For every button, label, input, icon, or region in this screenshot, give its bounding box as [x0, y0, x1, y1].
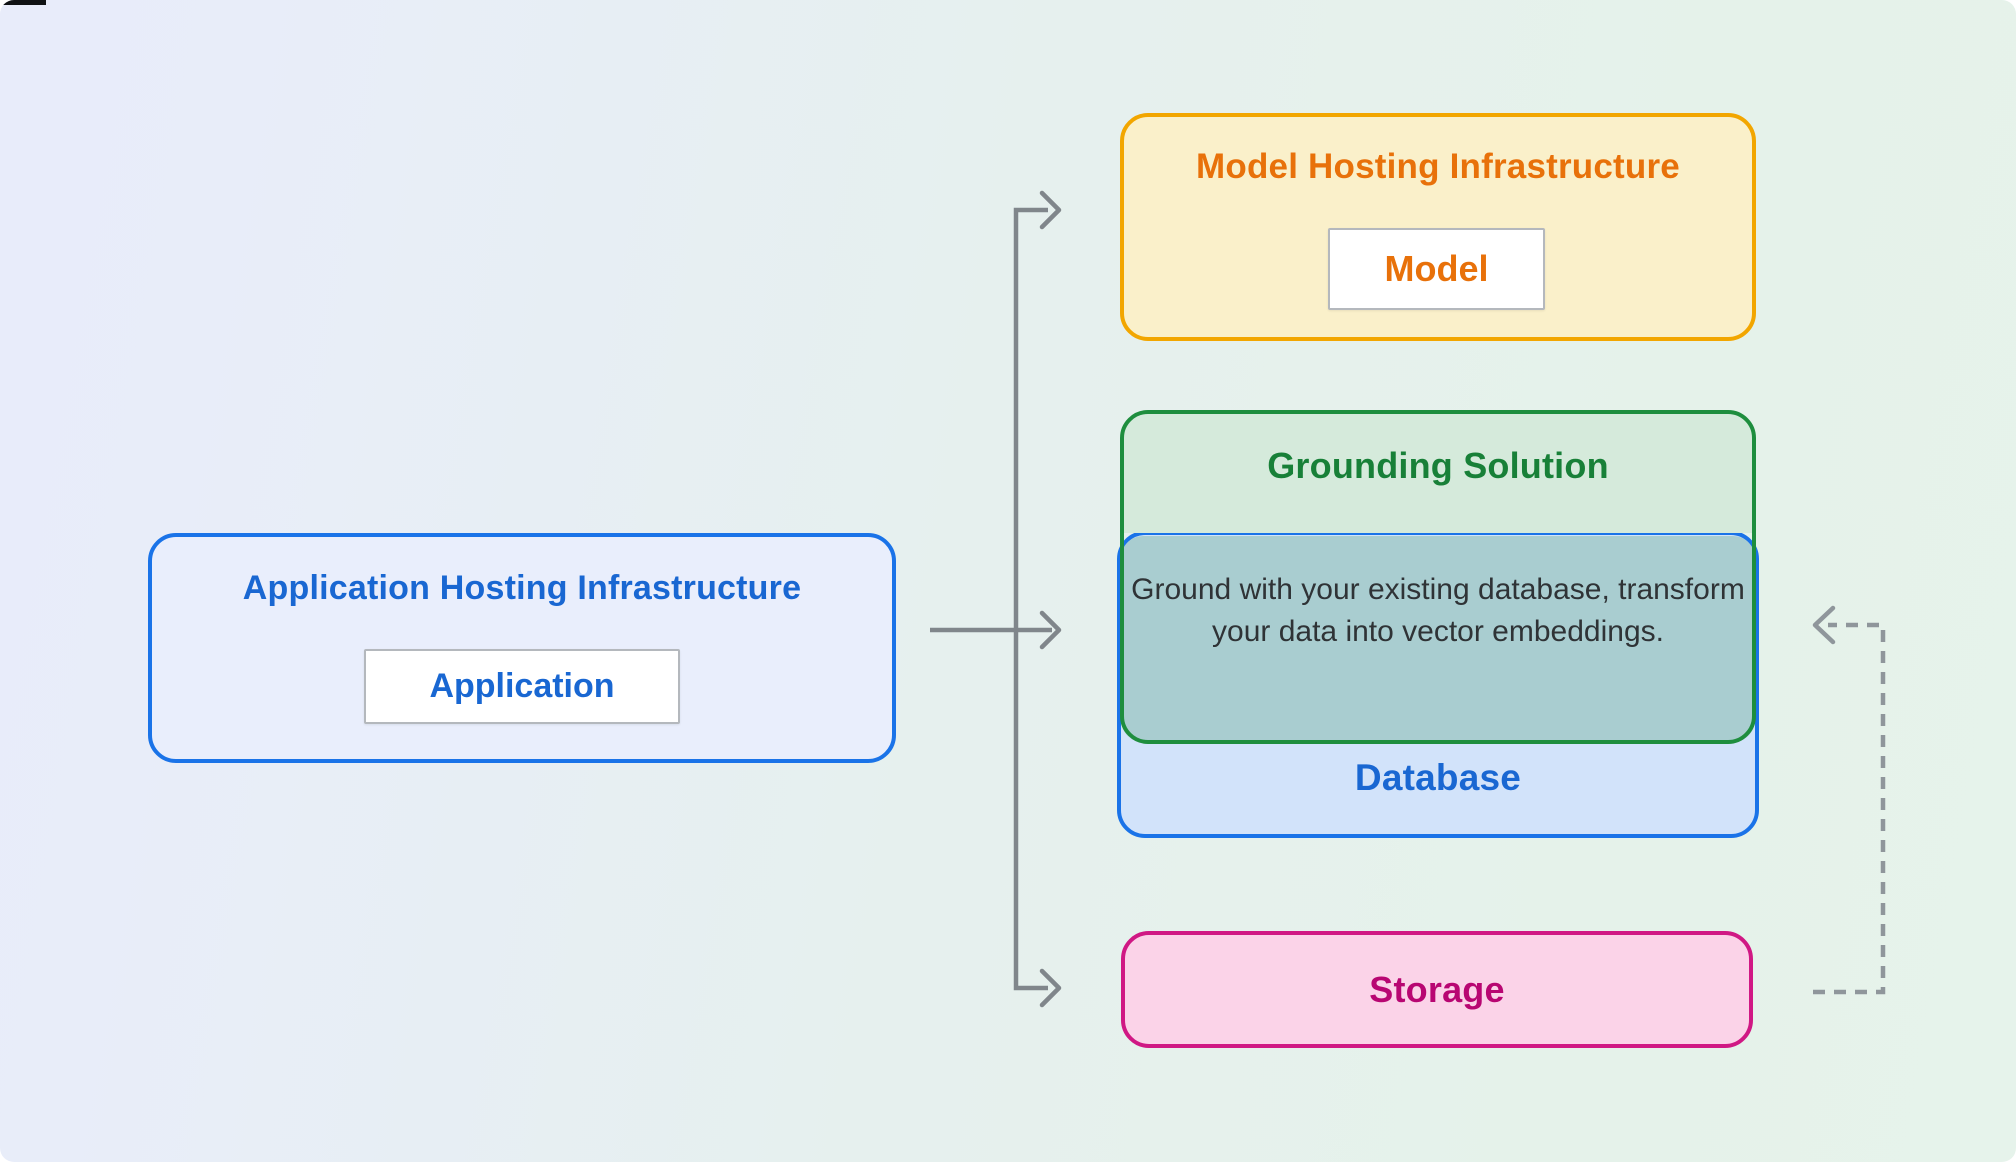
application-hosting-title: Application Hosting Infrastructure — [242, 569, 802, 607]
model-hosting-title: Model Hosting Infrastructure — [1196, 147, 1680, 186]
grounding-solution-fill — [1124, 414, 1752, 533]
model-chip-label: Model — [1384, 248, 1489, 289]
storage-box: Storage — [1121, 931, 1753, 1048]
application-chip: Application — [364, 649, 680, 724]
database-label: Database — [1354, 757, 1522, 798]
model-chip: Model — [1328, 228, 1545, 310]
application-chip-label: Application — [429, 667, 615, 705]
grounding-solution-border — [1120, 410, 1756, 744]
grounding-database-overlap — [1121, 536, 1755, 742]
branch-arrow — [930, 190, 1062, 1008]
grounding-solution-title: Grounding Solution — [1267, 445, 1609, 486]
model-hosting-box: Model Hosting Infrastructure Model — [1120, 113, 1756, 341]
corner-artifact — [0, 0, 46, 5]
application-hosting-box: Application Hosting Infrastructure Appli… — [148, 533, 896, 763]
storage-label: Storage — [1369, 968, 1505, 1010]
feedback-dashed-arrow — [1812, 605, 1886, 995]
grounding-description: Ground with your existing database, tran… — [1131, 573, 1745, 648]
